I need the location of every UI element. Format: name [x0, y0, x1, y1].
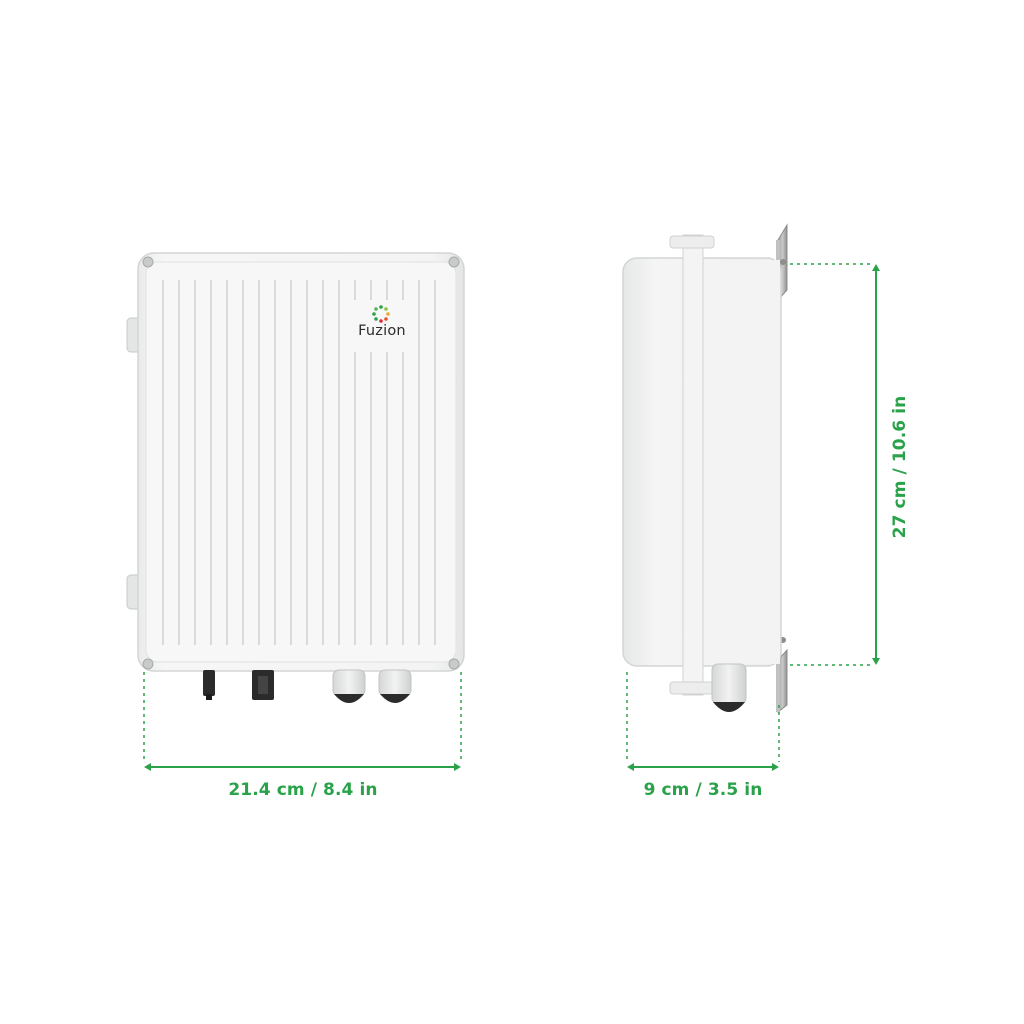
side-height-dimension — [790, 263, 880, 666]
bottom-connectors — [203, 669, 412, 703]
cable-gland-left — [332, 669, 366, 697]
dc-connector-left — [203, 670, 215, 696]
cable-gland-right — [378, 669, 412, 697]
corner-screw — [142, 658, 154, 670]
front-width-label: 21.4 cm / 8.4 in — [228, 780, 378, 800]
side-cable-gland — [711, 663, 747, 705]
side-depth-label: 9 cm / 3.5 in — [643, 780, 763, 800]
brand-name-label: Fuzion — [358, 323, 406, 339]
logo-badge-area — [347, 301, 417, 351]
corner-screw — [142, 256, 154, 268]
front-lid — [145, 261, 457, 663]
side-height-label: 27 cm / 10.6 in — [890, 395, 910, 539]
front-view-enclosure — [126, 252, 465, 703]
side-view-enclosure — [622, 223, 788, 714]
side-depth-dimension — [626, 672, 780, 771]
corner-screw — [448, 256, 460, 268]
front-width-dimension — [143, 672, 462, 771]
cooling-ribs — [162, 280, 436, 645]
side-hinge-rail — [682, 234, 704, 696]
brand-logo-icon — [372, 305, 390, 323]
corner-screw — [448, 658, 460, 670]
